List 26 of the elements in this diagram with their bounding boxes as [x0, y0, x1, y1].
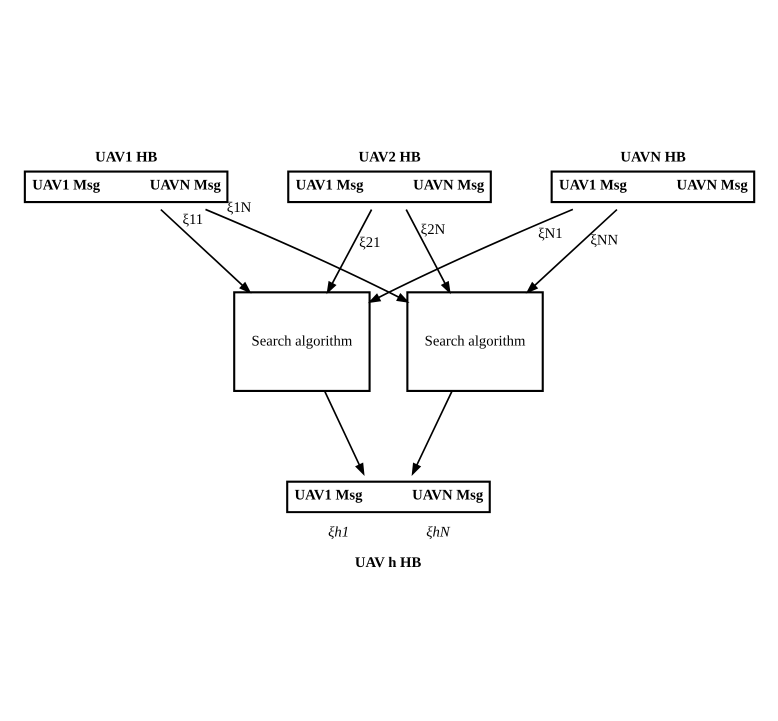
arrow: [412, 390, 453, 476]
node-box: UAV1 Msg UAVN Msg: [24, 170, 228, 203]
node-label: UAV2 HB: [358, 148, 421, 165]
edge-label: ξNN: [590, 232, 618, 248]
arrow: [160, 208, 252, 294]
node-box: UAV1 Msg UAVN Msg: [287, 170, 492, 203]
arrow: [324, 390, 365, 476]
edge-label: ξ1N: [226, 200, 252, 216]
arrow: [326, 208, 372, 294]
node-label: UAV1 HB: [95, 148, 158, 165]
arrow: [405, 208, 451, 294]
node-label: UAV h HB: [354, 554, 422, 570]
edge-label: ξN1: [538, 226, 563, 242]
node-label: ξhN: [426, 524, 450, 540]
node-box: UAV1 Msg UAVN Msg: [286, 480, 491, 513]
node-label: UAVN HB: [620, 148, 686, 165]
node-box: UAV1 Msg UAVN Msg: [550, 170, 756, 203]
arrow: [368, 208, 574, 303]
node-box: Search algorithm: [233, 290, 371, 392]
edge-label: ξ2N: [420, 221, 446, 238]
node-box: Search algorithm: [406, 290, 544, 392]
edge-label: ξ11: [182, 211, 204, 228]
edge-label: ξ21: [359, 234, 380, 250]
arrow: [526, 208, 618, 294]
node-label: ξh1: [328, 524, 350, 540]
arrow: [205, 208, 410, 302]
